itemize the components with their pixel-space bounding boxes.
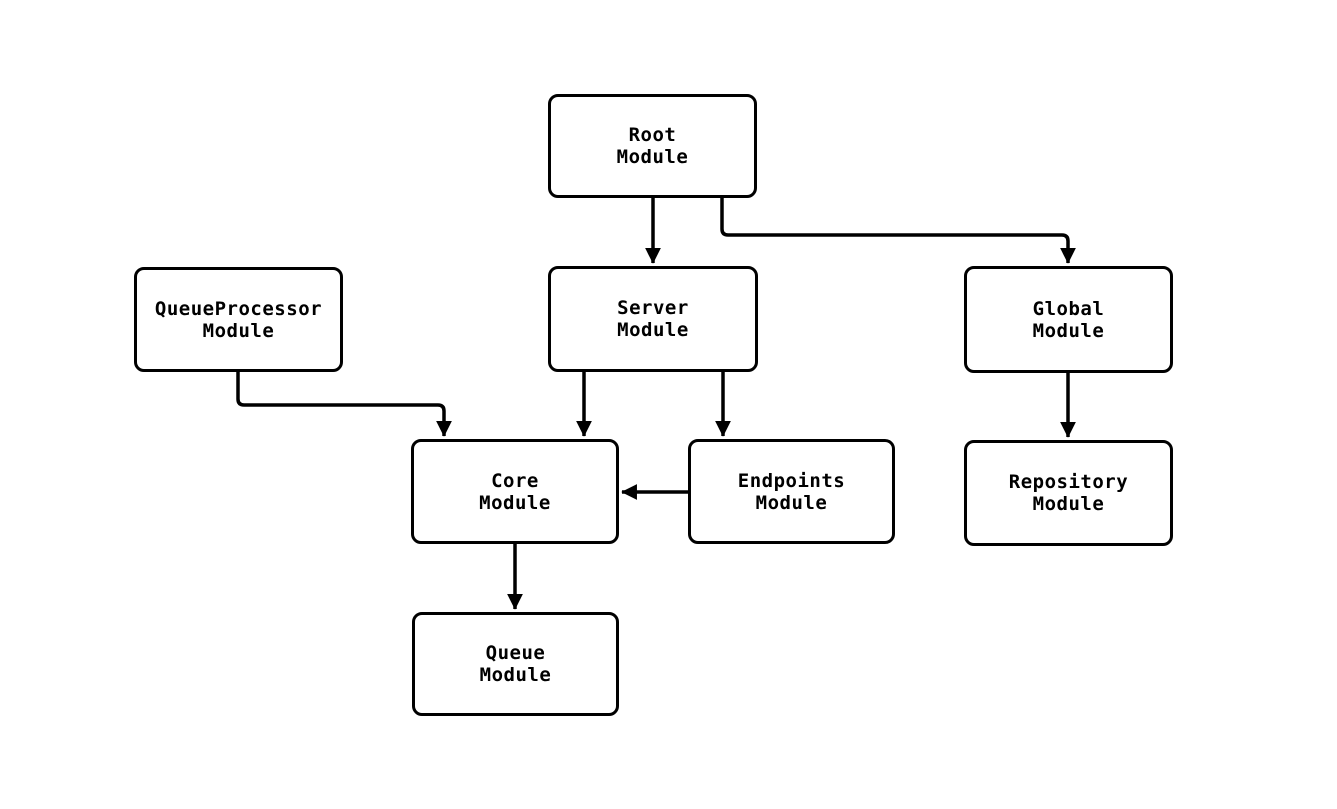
node-label-line: Endpoints	[737, 469, 846, 492]
node-label-line: Module	[1032, 319, 1105, 342]
edge-root-to-global	[720, 198, 1076, 264]
node-label-line: Module	[202, 319, 275, 342]
node-label-line: QueueProcessor	[154, 297, 323, 320]
node-label-line: Module	[616, 146, 689, 168]
node-label-line: Module	[1032, 493, 1105, 515]
node-label-line: Global	[1032, 297, 1105, 320]
node-label-line: Module	[479, 491, 551, 514]
node-label-line: Core	[491, 469, 539, 492]
node-label-line: Module	[617, 319, 689, 341]
node-label-line: Repository	[1008, 471, 1129, 493]
node-label-line: Root	[628, 124, 677, 146]
node-label-line: Server	[617, 297, 689, 319]
node-label-line: Module	[755, 491, 828, 514]
node-label-line: Module	[479, 664, 552, 686]
edge-queueprocessor-to-core	[236, 372, 452, 437]
node-label-line: Queue	[485, 642, 546, 664]
